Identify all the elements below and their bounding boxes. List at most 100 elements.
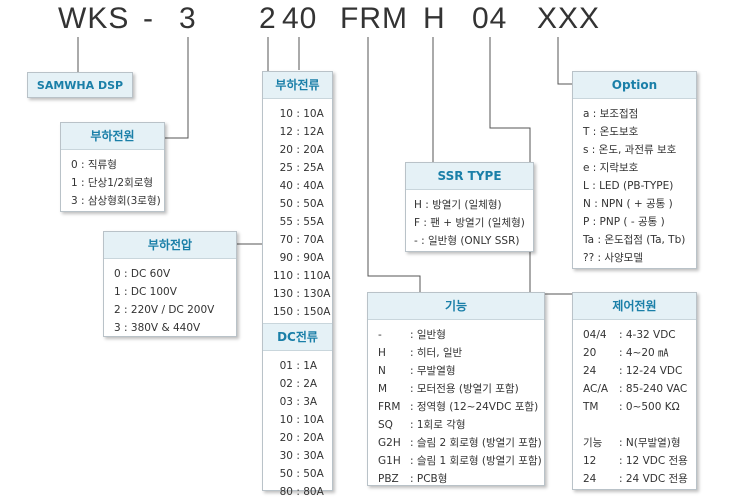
control-power-item [583, 416, 686, 434]
option-item: ?? : 사양모델 [583, 252, 643, 264]
control-power-item-value: : 12 VDC 전용 [619, 455, 688, 467]
control-power-item-code: 04/4 [583, 329, 607, 341]
dc-current-item: 20 : 20A [269, 429, 328, 447]
function-item-code: G2H [378, 437, 401, 449]
control-power-item-value: : 0~500 KΩ [619, 401, 680, 413]
function-item-value: : 슬림 2 회로형 (방열기 포함) [410, 437, 542, 449]
control-power-item: 04/4 : 4-32 VDC [583, 326, 686, 344]
dc-current-item: 03 : 3A [269, 393, 328, 411]
function-item-value: : 1회로 각형 [410, 419, 466, 431]
code-forty: 40 [282, 2, 318, 35]
current-item-value: : 12A [293, 126, 324, 138]
control-power-item-code: 20 [583, 347, 597, 359]
function-item-code: - [378, 329, 382, 341]
function-item-code: FRM [378, 401, 401, 413]
dc-current-item-value: : 2A [293, 378, 318, 390]
current-item: 25 : 25A [269, 159, 328, 177]
current-item-code: 50 [279, 198, 293, 210]
phase-item: 0 : 직류형 [71, 159, 117, 171]
function-item-code: N [378, 365, 386, 377]
dc-current-title: DC전류 [263, 323, 332, 351]
current-item-value: : 10A [293, 108, 324, 120]
current-item-code: 40 [279, 180, 293, 192]
current-item-code: 110 [272, 270, 293, 282]
function-item-code: G1H [378, 455, 401, 467]
option-item: e : 지락보호 [583, 162, 639, 174]
current-item-value: : 70A [293, 234, 324, 246]
voltage-item: 2 : 220V / DC 200V [114, 304, 215, 316]
dc-current-item-code: 02 [279, 378, 293, 390]
dc-current-item: 02 : 2A [269, 375, 328, 393]
current-title: 부하전류 [263, 72, 332, 99]
code-dash: - [143, 2, 154, 35]
current-item-code: 20 [279, 144, 293, 156]
option-item: Ta : 온도접점 (Ta, Tb) [583, 234, 686, 246]
control-power-title: 제어전원 [573, 293, 696, 320]
option-item: T : 온도보호 [583, 126, 639, 138]
current-item-value: : 150A [293, 306, 331, 318]
current-item-value: : 90A [293, 252, 324, 264]
function-item-value: : 무발열형 [410, 365, 456, 377]
function-item: N : 무발열형 [378, 362, 534, 380]
function-item-value: : 모터전용 (방열기 포함) [410, 383, 519, 395]
voltage-item: 3 : 380V & 440V [114, 322, 201, 334]
current-item-code: 130 [272, 288, 293, 300]
code-h: H [423, 2, 446, 35]
dc-current-item-code: 03 [279, 396, 293, 408]
ssr-type-title: SSR TYPE [406, 163, 533, 190]
current-item: 130 : 130A [269, 285, 330, 303]
function-item-value: : 슬림 1 회로형 (방열기 포함) [410, 455, 542, 467]
maker-label: SAMWHA DSP [27, 72, 133, 98]
current-item: 10 : 10A [269, 105, 328, 123]
current-item-code: 12 [279, 126, 293, 138]
current-item-value: : 110A [293, 270, 331, 282]
dc-current-item: 80 : 80A [269, 483, 328, 501]
control-power-item: 24 : 24 VDC 전용 [583, 470, 688, 488]
control-power-item-code: 12 [583, 455, 597, 467]
code-xxx: XXX [537, 2, 601, 35]
current-item-code: 90 [279, 252, 293, 264]
control-power-item-value: : 4-32 VDC [619, 329, 676, 341]
voltage-title: 부하전압 [104, 232, 236, 259]
dc-current-item-code: 20 [279, 432, 293, 444]
current-item: 50 : 50A [269, 195, 328, 213]
connector-frm [367, 37, 421, 292]
dc-current-item-code: 10 [279, 414, 293, 426]
code-three: 3 [179, 2, 197, 35]
control-power-item: TM: 0~500 KΩ [583, 398, 686, 416]
dc-current-item-value: : 80A [293, 486, 324, 498]
code-two: 2 [259, 2, 277, 35]
dc-current-item-code: 30 [279, 450, 293, 462]
control-power-item: 12 : 12 VDC 전용 [583, 452, 688, 470]
dc-current-item-value: : 1A [293, 360, 318, 372]
dc-current-item: 30 : 30A [269, 447, 328, 465]
control-power-item-value: : 24 VDC 전용 [619, 473, 688, 485]
dc-current-item-value: : 10A [293, 414, 324, 426]
function-item: M: 모터전용 (방열기 포함) [378, 380, 534, 398]
option-item: P : PNP ( - 공통 ) [583, 216, 665, 228]
connector-three [165, 37, 189, 139]
current-item-value: : 50A [293, 198, 324, 210]
code-frm: FRM [340, 2, 408, 35]
control-power-item-value: : 12-24 VDC [619, 365, 683, 377]
current-item-value: : 40A [293, 180, 324, 192]
function-item: SQ: 1회로 각형 [378, 416, 534, 434]
current-item-code: 55 [279, 216, 293, 228]
control-power-item-value: : 4~20 ㎃ [619, 347, 669, 359]
dc-current-item-value: : 3A [293, 396, 318, 408]
control-power-item-code: 24 [583, 473, 597, 485]
current-item-code: 70 [279, 234, 293, 246]
current-item: 55 : 55A [269, 213, 328, 231]
dc-current-item-code: 80 [279, 486, 293, 498]
option-item: a : 보조접점 [583, 108, 639, 120]
